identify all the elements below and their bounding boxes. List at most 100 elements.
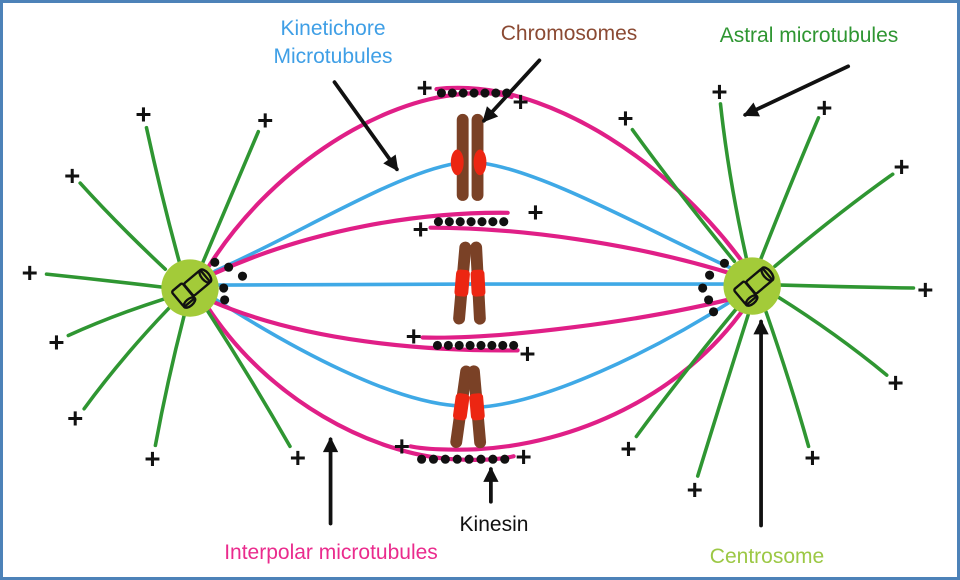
plus-end-mark: +: [527, 197, 543, 228]
kinesin-motor-dot: [476, 340, 486, 350]
plus-end-mark: +: [515, 441, 531, 472]
kinesin-motor-dot: [455, 217, 465, 227]
kinesin-motor-dot: [465, 340, 475, 350]
pole-motor-dot: [698, 283, 708, 293]
centrosome-body: [161, 259, 219, 317]
kinesin-motor-dot: [464, 454, 474, 464]
astral-microtubule: [66, 297, 167, 338]
interpolar-microtubule: [428, 225, 742, 279]
kinesin-motor-dot: [498, 340, 508, 350]
plus-end-mark: +: [804, 442, 820, 473]
mitotic-spindle-diagram: +++++++++++++++++++++++++: [22, 58, 934, 528]
plus-end-mark: +: [519, 338, 535, 369]
kinesin-motor-dot: [488, 217, 498, 227]
kinesin-motor-dot: [480, 88, 490, 98]
kinesin-motor-dot: [509, 340, 519, 350]
kinesin-motor-dot: [444, 217, 454, 227]
chromosomes-label: Chromosomes: [500, 22, 638, 45]
plus-end-mark: +: [135, 99, 151, 130]
kinesin-motor-dot: [432, 340, 442, 350]
astral-microtubules-right: [630, 102, 916, 478]
kinesin-motor-dot: [499, 217, 509, 227]
astral-microtubule: [773, 172, 895, 269]
motor-dots: [210, 88, 729, 464]
plus-end-mark: +: [413, 214, 429, 245]
kinetochore-microtubule: [482, 298, 736, 409]
kinesin-motor-dot: [491, 88, 501, 98]
pole-motor-dot: [219, 283, 229, 293]
plus-end-mark: +: [816, 92, 832, 123]
kinesin-motor-dot: [436, 88, 446, 98]
chromosomes-label-arrow: [482, 58, 542, 123]
plus-end-mark: +: [711, 76, 727, 107]
pole-motor-dot: [210, 257, 220, 267]
interpolar-microtubule: [210, 210, 510, 277]
kinetochore-microtubule: [216, 282, 472, 287]
plus-end-mark: +: [48, 326, 64, 357]
kinesin-motor-dot: [487, 340, 497, 350]
kinetochore-microtubule: [212, 161, 459, 273]
pole-motor-dot: [704, 295, 714, 305]
pole-motor-dot: [224, 262, 234, 272]
pole-motor-dot: [709, 307, 719, 317]
kinesin-motor-dot: [417, 454, 427, 464]
astral-microtubule: [201, 129, 261, 265]
plus-end-mark: +: [620, 433, 636, 464]
plus-end-marks: +++++++++++++++++++++++++: [22, 72, 934, 505]
kinesin-motor-dot: [433, 217, 443, 227]
astral-microtubule: [718, 102, 748, 260]
kinesin-motor-dot: [466, 217, 476, 227]
kinetochore-label-line1: Kinetichore: [280, 17, 386, 40]
kinesin-motor-dot: [458, 88, 468, 98]
kinetochore: [473, 149, 487, 176]
centrosome-left: [161, 259, 219, 317]
astral-microtubule: [44, 272, 164, 289]
plus-end-mark: +: [512, 86, 528, 117]
centriole-icon: [733, 266, 775, 307]
astral-microtubule: [205, 308, 292, 449]
plus-end-mark: +: [687, 474, 703, 505]
astral-microtubule: [78, 181, 168, 271]
astral-microtubule: [630, 127, 737, 264]
astral-microtubules-label: Astral microtubules: [719, 24, 899, 47]
pole-motor-dot: [237, 271, 248, 281]
astral-microtubule: [144, 125, 181, 264]
pole-motor-dot: [705, 270, 715, 280]
astral-microtubule: [153, 313, 186, 448]
kinesin-motor-dot: [477, 217, 487, 227]
astral-label-arrow: [742, 64, 851, 117]
plus-end-mark: +: [893, 151, 909, 182]
plus-end-mark: +: [416, 72, 432, 103]
kinesin-motor-dot: [452, 454, 462, 464]
astral-microtubule: [776, 295, 889, 377]
kinetochore: [470, 269, 486, 297]
kinesin-motor-dot: [454, 340, 464, 350]
kinesin-motor-dot: [440, 454, 450, 464]
kinetochore-microtubules: [212, 161, 738, 409]
kinetochore: [454, 269, 470, 297]
plus-end-mark: +: [67, 403, 83, 434]
kinetochore-microtubules-label: Kinetichore Microtubules: [218, 15, 448, 71]
kinetochore: [452, 393, 470, 421]
interpolar-microtubules-label: Interpolar microtubules: [224, 541, 438, 564]
centrosome-right: [723, 257, 781, 315]
centrosome-body: [723, 257, 781, 315]
astral-microtubule: [759, 116, 821, 261]
kinesin-label: Kinesin: [459, 513, 529, 536]
kinesin-motor-dot: [447, 88, 457, 98]
astral-microtubule: [764, 309, 811, 449]
plus-end-mark: +: [394, 430, 410, 461]
interpolar-microtubule: [420, 294, 742, 340]
plus-end-mark: +: [406, 320, 422, 351]
pole-motor-dot: [719, 258, 729, 268]
chromosome-1: [450, 113, 487, 201]
kinesin-motor-dot: [428, 454, 439, 464]
kinesin-motor-dot: [469, 88, 479, 98]
chromosome-3: [450, 365, 487, 449]
kinetochore: [469, 393, 485, 421]
plus-end-mark: +: [64, 160, 80, 191]
astral-microtubule: [82, 306, 172, 411]
kinesin-motor-dot: [500, 454, 510, 464]
kinesin-motor-dot: [443, 340, 453, 350]
